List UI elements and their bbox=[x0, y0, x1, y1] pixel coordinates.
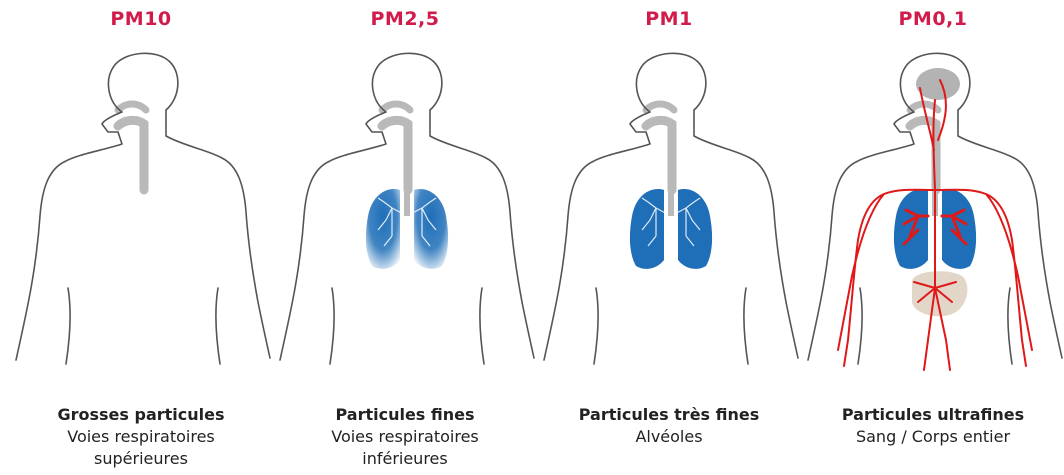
caption-subtitle-2: supérieures bbox=[8, 448, 274, 470]
caption: Grosses particules Voies respiratoires s… bbox=[8, 404, 274, 470]
caption-title: Grosses particules bbox=[8, 404, 274, 426]
nasal-airway-shape bbox=[118, 104, 146, 110]
caption: Particules très fines Alvéoles bbox=[536, 404, 802, 448]
nasal-airway-shape bbox=[382, 104, 410, 110]
panel-pm2-5: PM2,5 Particules fines Voies respiratoir… bbox=[272, 0, 538, 475]
body-figure bbox=[8, 40, 274, 380]
caption-title: Particules ultrafines bbox=[800, 404, 1064, 426]
caption-subtitle-2: inférieures bbox=[272, 448, 538, 470]
trachea-shape bbox=[910, 120, 936, 190]
body-figure bbox=[272, 40, 538, 380]
caption-subtitle: Voies respiratoires bbox=[8, 426, 274, 448]
trachea-shape bbox=[646, 120, 672, 190]
caption-subtitle: Voies respiratoires bbox=[272, 426, 538, 448]
nasal-airway-shape bbox=[646, 104, 674, 110]
pm-label: PM0,1 bbox=[800, 8, 1064, 30]
caption-subtitle: Sang / Corps entier bbox=[800, 426, 1064, 448]
left-lung-shape bbox=[894, 189, 928, 269]
caption-title: Particules très fines bbox=[536, 404, 802, 426]
pm-label: PM10 bbox=[8, 8, 274, 30]
trachea-shape bbox=[382, 120, 408, 190]
panel-pm10: PM10 Grosses particules Voies respiratoi… bbox=[8, 0, 274, 475]
body-figure bbox=[800, 40, 1064, 380]
brain-shape bbox=[916, 68, 960, 100]
caption: Particules ultrafines Sang / Corps entie… bbox=[800, 404, 1064, 448]
caption: Particules fines Voies respiratoires inf… bbox=[272, 404, 538, 470]
body-figure bbox=[536, 40, 802, 380]
trachea-shape bbox=[118, 120, 144, 190]
caption-subtitle: Alvéoles bbox=[536, 426, 802, 448]
pm-label: PM2,5 bbox=[272, 8, 538, 30]
panel-pm0-1: PM0,1 Particules ultrafines Sang / Corps… bbox=[800, 0, 1064, 475]
right-lung-shape bbox=[942, 189, 976, 269]
body-outline-shape bbox=[16, 53, 270, 364]
caption-title: Particules fines bbox=[272, 404, 538, 426]
panel-pm1: PM1 Particules très fines Alvéoles bbox=[536, 0, 802, 475]
pm-label: PM1 bbox=[536, 8, 802, 30]
